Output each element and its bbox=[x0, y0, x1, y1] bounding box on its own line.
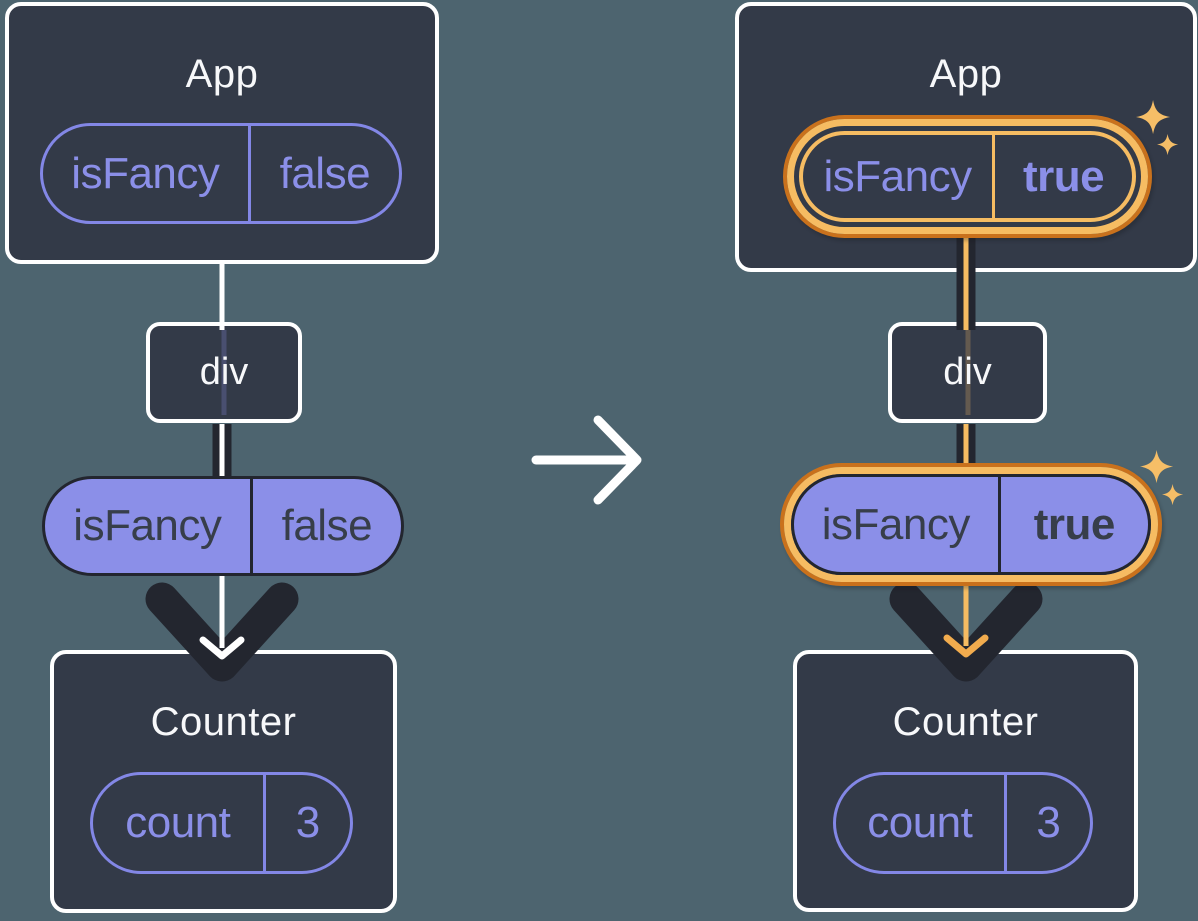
prop-key: isFancy bbox=[821, 499, 971, 549]
state-pill-app-after: isFancy true bbox=[799, 131, 1136, 222]
state-key: isFancy bbox=[823, 151, 973, 201]
component-title-app-before: App bbox=[185, 52, 259, 96]
component-title-div-after: div bbox=[943, 351, 992, 393]
state-pill-app-before: isFancy false bbox=[40, 123, 402, 224]
state-key: count bbox=[125, 798, 231, 847]
state-key: isFancy bbox=[71, 148, 220, 198]
prop-pill-after: isFancy true bbox=[791, 474, 1151, 575]
prop-value: false bbox=[249, 479, 401, 573]
highlight-ring-prop-after: isFancy true bbox=[780, 463, 1162, 586]
component-card-div-before: div bbox=[146, 322, 302, 423]
tree-edge-faint-after bbox=[965, 330, 970, 415]
state-value: false bbox=[247, 126, 399, 221]
right-arrow-icon bbox=[531, 415, 642, 505]
state-pill-counter-before: count 3 bbox=[90, 772, 353, 874]
prop-key: isFancy bbox=[73, 501, 222, 550]
sparkle-icon bbox=[1162, 484, 1184, 506]
state-value: 3 bbox=[262, 775, 350, 871]
component-title-counter-after: Counter bbox=[892, 700, 1039, 744]
prop-pill-before: isFancy false bbox=[42, 476, 404, 576]
state-pill-counter-after: count 3 bbox=[833, 772, 1093, 874]
component-card-div-after: div bbox=[888, 322, 1047, 423]
component-title-app-after: App bbox=[929, 52, 1003, 96]
component-title-counter-before: Counter bbox=[150, 700, 297, 744]
state-value: 3 bbox=[1003, 775, 1090, 871]
state-value: true bbox=[992, 135, 1132, 218]
tree-edge-faint-before bbox=[221, 330, 227, 415]
state-key: count bbox=[867, 798, 973, 847]
highlight-ring-app-after: isFancy true bbox=[783, 115, 1152, 238]
prop-value: true bbox=[997, 477, 1148, 572]
component-title-div-before: div bbox=[199, 351, 249, 393]
